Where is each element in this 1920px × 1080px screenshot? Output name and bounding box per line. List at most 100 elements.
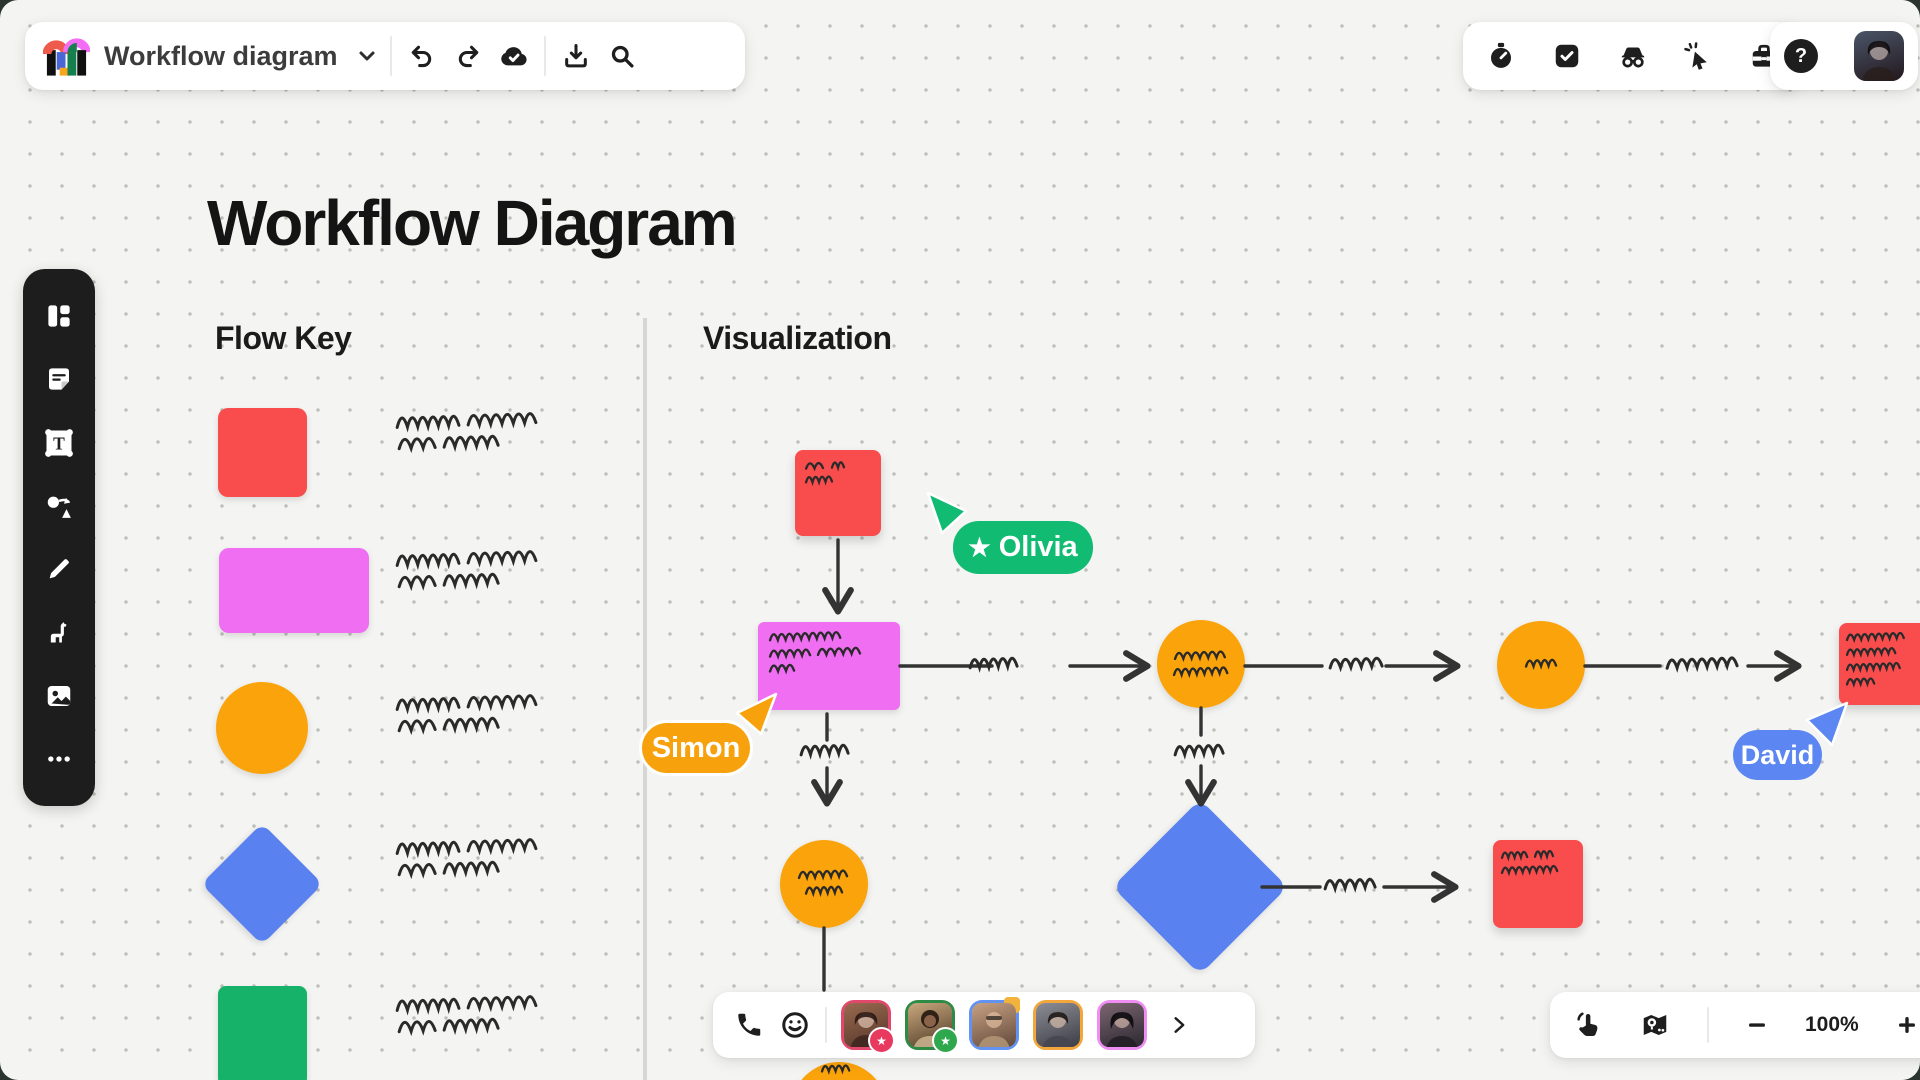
olivia-name-tag: ★ Olivia (953, 521, 1093, 574)
visualization-heading[interactable]: Visualization (703, 320, 892, 356)
key-annotation-scribble (395, 691, 538, 716)
search-button[interactable] (606, 40, 638, 72)
presence-avatar-4[interactable] (1033, 1000, 1083, 1050)
connector-label-scribble (1665, 654, 1739, 674)
minimap-button[interactable] (1639, 1009, 1671, 1041)
circle-scribble (1172, 665, 1229, 681)
llama-tool-icon[interactable] (43, 616, 75, 648)
connector-label-scribble (1328, 654, 1384, 674)
presence-avatar-5[interactable] (1097, 1000, 1147, 1050)
toolbar-divider (1706, 1007, 1709, 1043)
olivia-cursor-icon (926, 491, 968, 535)
key-shape-magenta-rectangle[interactable] (219, 548, 369, 633)
simon-name-tag: Simon (642, 723, 750, 773)
section-divider-line (643, 318, 647, 1080)
flow-orange-circle-a[interactable] (1157, 620, 1245, 708)
account-toolbar: ? (1770, 22, 1918, 90)
sticky-scribble (1845, 646, 1897, 661)
key-shape-red-square[interactable] (218, 408, 307, 497)
follow-cursor-button[interactable] (1682, 40, 1714, 72)
chevron-down-icon[interactable] (358, 50, 376, 62)
zoom-level-value[interactable]: 100% (1805, 1013, 1859, 1036)
flow-orange-circle-c[interactable] (780, 840, 868, 928)
key-annotation-scribble (397, 431, 500, 454)
help-button[interactable]: ? (1784, 39, 1818, 73)
key-annotation-scribble (397, 1014, 500, 1037)
sticky-scribble (1500, 864, 1559, 879)
collaboration-toolbar (1463, 22, 1802, 90)
flow-key-heading[interactable]: Flow Key (215, 320, 352, 356)
call-presence-toolbar: ★ ★ (713, 992, 1255, 1058)
timer-button[interactable] (1485, 40, 1517, 72)
process-box-scribble (768, 663, 796, 678)
star-badge-icon: ★ (932, 1027, 959, 1054)
circle-scribble (820, 1064, 851, 1078)
main-toolbar: Workflow diagram (25, 22, 745, 90)
presence-avatar-2[interactable]: ★ (905, 1000, 959, 1054)
canvas-board-title[interactable]: Workflow Diagram (207, 187, 738, 259)
circle-scribble (1173, 649, 1227, 665)
star-badge-icon: ★ (868, 1027, 895, 1054)
view-controls-toolbar: 100% (1550, 992, 1920, 1058)
key-annotation-scribble (395, 409, 538, 434)
templates-tool-icon[interactable] (43, 300, 75, 332)
simon-cursor-icon (735, 692, 778, 736)
circle-scribble (797, 868, 849, 884)
text-tool-icon[interactable]: T (43, 427, 75, 459)
key-annotation-scribble (395, 547, 538, 572)
connector-label-scribble (1323, 875, 1377, 895)
simon-name-label: Simon (651, 731, 741, 764)
key-shape-orange-circle[interactable] (216, 682, 308, 774)
connector-label-scribble (799, 741, 850, 761)
pen-tool-icon[interactable] (43, 553, 75, 585)
reactions-button[interactable] (779, 1009, 811, 1041)
toolbar-divider (389, 36, 392, 76)
sticky-scribble (804, 460, 846, 474)
image-tool-icon[interactable] (43, 680, 75, 712)
help-question-glyph: ? (1794, 44, 1808, 67)
connector-label-scribble (968, 654, 1019, 674)
tools-sidebar: T (23, 269, 95, 806)
sticky-scribble (1500, 849, 1555, 864)
shapes-connector-tool-icon[interactable] (43, 490, 75, 522)
board-title-text[interactable]: Workflow diagram (104, 40, 338, 71)
export-button[interactable] (560, 40, 592, 72)
star-icon: ★ (968, 533, 991, 562)
sticky-note-tool-icon[interactable] (43, 363, 75, 395)
david-name-label: David (1740, 739, 1815, 770)
call-button[interactable] (733, 1009, 765, 1041)
private-mode-icon[interactable] (1617, 40, 1649, 72)
process-box-scribble (768, 630, 842, 646)
sticky-scribble (1845, 661, 1901, 676)
key-annotation-scribble (397, 713, 500, 736)
key-annotation-scribble (397, 857, 500, 880)
presence-avatar-3[interactable] (969, 997, 1020, 1050)
undo-button[interactable] (406, 40, 438, 72)
key-annotation-scribble (397, 569, 500, 592)
presence-avatar-1[interactable]: ★ (841, 1000, 895, 1054)
david-cursor-icon (1805, 701, 1849, 747)
olivia-name-label: Olivia (998, 531, 1078, 563)
key-shape-green-square[interactable] (218, 986, 307, 1080)
circle-scribble (804, 884, 844, 899)
key-annotation-scribble (395, 992, 538, 1017)
hand-tool-button[interactable] (1572, 1009, 1604, 1041)
redo-button[interactable] (452, 40, 484, 72)
david-name-tag: David (1733, 730, 1822, 780)
connector-label-scribble (1173, 741, 1225, 761)
sticky-scribble (1845, 631, 1905, 646)
zoom-in-button[interactable] (1894, 1012, 1920, 1038)
key-annotation-scribble (395, 835, 538, 860)
more-tools-icon[interactable] (43, 743, 75, 775)
toolbar-divider (543, 36, 546, 76)
user-avatar[interactable] (1854, 31, 1904, 81)
more-participants-button[interactable] (1163, 1009, 1195, 1041)
voting-button[interactable] (1551, 40, 1583, 72)
cloud-saved-icon[interactable] (498, 40, 530, 72)
zoom-out-button[interactable] (1744, 1012, 1770, 1038)
process-box-scribble (768, 645, 862, 662)
toolbar-divider (825, 1007, 827, 1043)
miro-logo-icon[interactable] (43, 34, 90, 78)
